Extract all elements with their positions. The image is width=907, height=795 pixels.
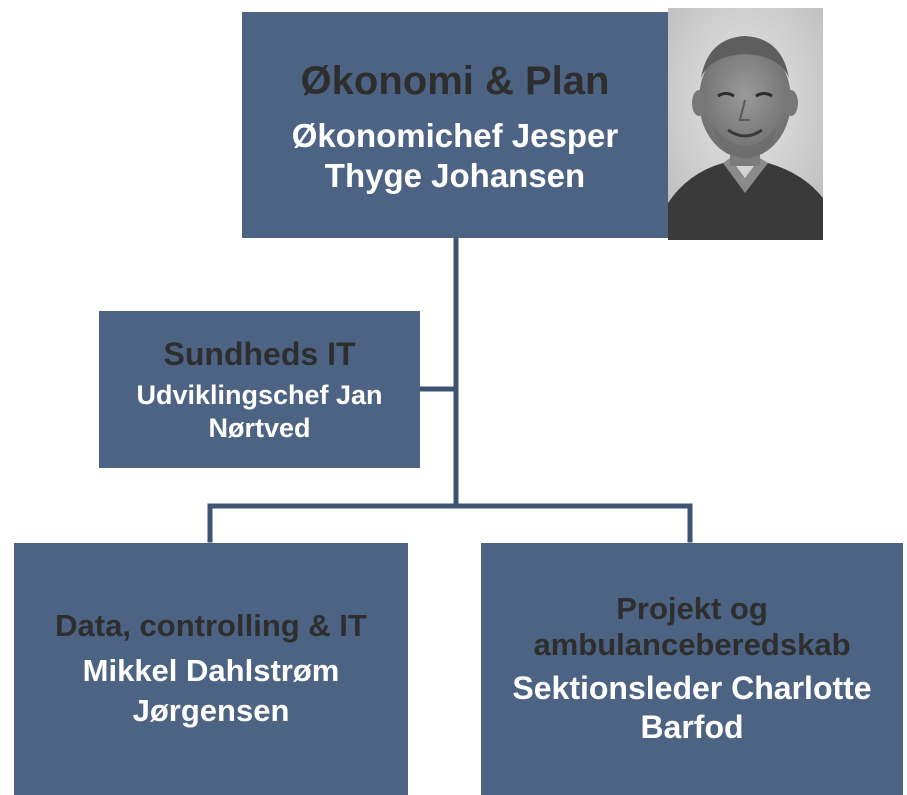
person-name: Mikkel Dahlstrøm Jørgensen — [82, 653, 340, 728]
org-box-okonomi-plan: Økonomi & Plan Økonomichef Jesper Thyge … — [242, 12, 668, 238]
unit-name: Projekt og ambulanceberedskab — [533, 591, 851, 662]
portrait-photo — [668, 8, 823, 240]
org-box-sundheds-it: Sundheds IT Udviklingschef Jan Nørtved — [99, 311, 420, 468]
unit-name: Data, controlling & IT — [55, 608, 367, 643]
person-name: Udviklingschef Jan Nørtved — [136, 379, 383, 443]
org-box-projekt-ambulanceberedskab: Projekt og ambulanceberedskab Sektionsle… — [481, 543, 903, 795]
person-name: Sektionsleder Charlotte Barfod — [512, 670, 872, 745]
unit-name: Sundheds IT — [163, 335, 356, 372]
unit-name: Økonomi & Plan — [300, 59, 610, 103]
person-name: Økonomichef Jesper Thyge Johansen — [291, 117, 619, 194]
org-box-data-controlling-it: Data, controlling & IT Mikkel Dahlstrøm … — [14, 543, 408, 795]
